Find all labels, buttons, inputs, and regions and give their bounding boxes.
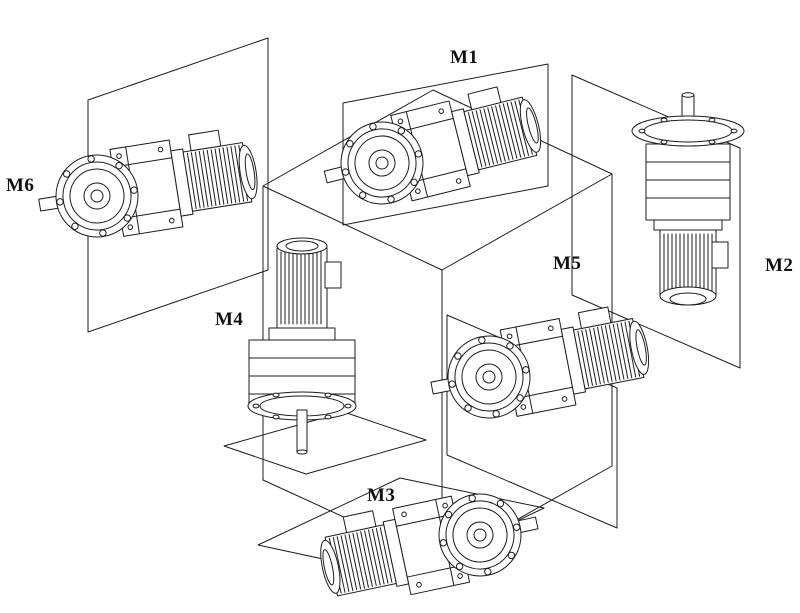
gear-motor-m3 <box>312 477 547 613</box>
mounting-plane-m6 <box>87 37 269 333</box>
gear-motor-m5 <box>422 300 656 432</box>
gear-motor-m6 <box>32 124 264 250</box>
label-m5: M5 <box>553 253 582 274</box>
label-m2: M2 <box>765 255 794 276</box>
mounting-plane-m1 <box>342 63 549 226</box>
gear-motor-m2 <box>631 92 745 306</box>
gear-motor-m1 <box>314 78 550 221</box>
gear-motor-m4 <box>247 237 357 455</box>
label-m4: M4 <box>215 309 244 330</box>
label-m6: M6 <box>6 175 35 196</box>
label-m1: M1 <box>450 47 479 68</box>
label-m3: M3 <box>367 485 396 506</box>
mounting-plane-m4 <box>223 411 427 475</box>
